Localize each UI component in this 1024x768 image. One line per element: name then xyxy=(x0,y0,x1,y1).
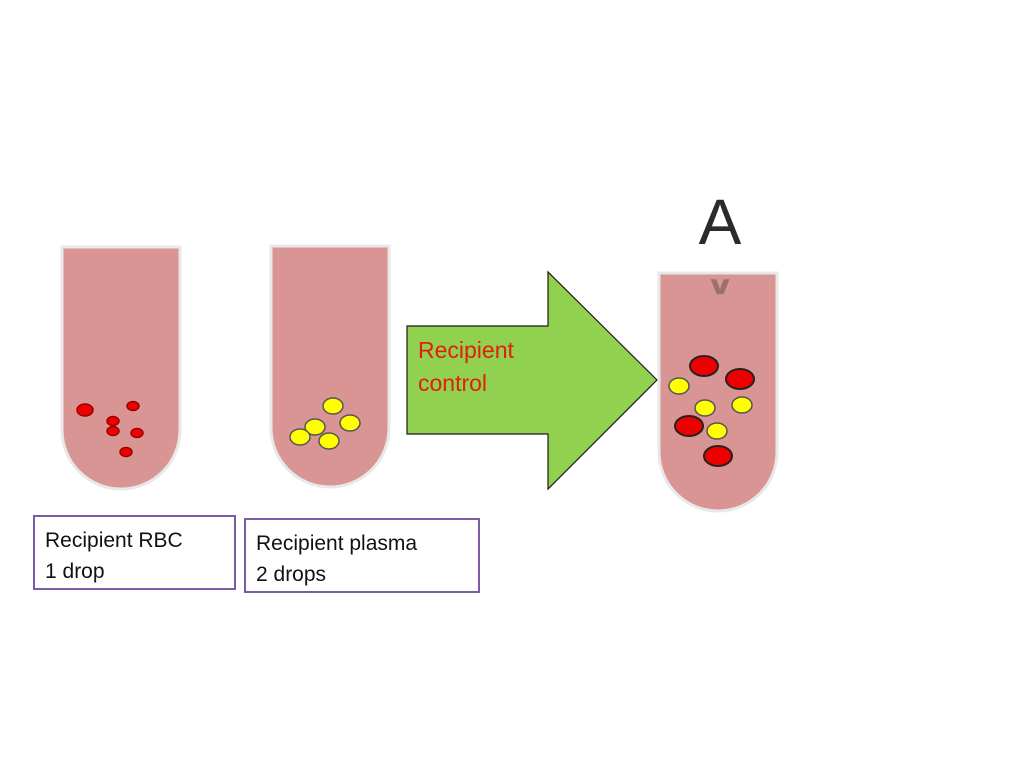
plasma-label-box: Recipient plasma 2 drops xyxy=(244,518,480,593)
plasma-cell xyxy=(289,428,311,446)
result-tube-body xyxy=(657,271,779,513)
plasma-tube xyxy=(269,244,391,489)
rbc-tube xyxy=(60,245,182,491)
result-letter: A A xyxy=(690,186,750,280)
rbc-cell xyxy=(689,355,719,377)
plasma-cell xyxy=(694,399,716,417)
rbc-label-line1: Recipient RBC xyxy=(45,529,183,552)
plasma-cell xyxy=(318,432,340,450)
plasma-cell xyxy=(668,377,690,395)
rbc-label-box: Recipient RBC 1 drop xyxy=(33,515,236,590)
plasma-cell xyxy=(706,422,728,440)
rbc-tube-body xyxy=(60,245,182,491)
result-letter-text: A xyxy=(698,186,742,258)
arrow-caption: Recipient control xyxy=(418,334,514,400)
rbc-cell xyxy=(106,425,120,437)
rbc-cell xyxy=(674,415,704,437)
plasma-cell xyxy=(304,418,326,436)
rbc-cell xyxy=(126,400,140,412)
plasma-cell xyxy=(731,396,753,414)
rbc-cell xyxy=(130,427,144,439)
plasma-label-line2: 2 drops xyxy=(256,563,327,586)
plasma-cell xyxy=(322,397,344,415)
rbc-label-line2: 1 drop xyxy=(45,560,105,583)
rbc-cell xyxy=(76,403,94,417)
rbc-cell xyxy=(106,415,120,427)
plasma-cell xyxy=(339,414,361,432)
result-tube xyxy=(657,271,779,513)
plasma-label-line1: Recipient plasma xyxy=(256,532,418,555)
arrow-caption-line1: Recipient xyxy=(418,337,514,363)
rbc-cell xyxy=(119,446,133,458)
arrow-caption-line2: control xyxy=(418,370,488,396)
process-arrow xyxy=(406,270,658,491)
rbc-cell xyxy=(725,368,755,390)
rbc-cell xyxy=(703,445,733,467)
plasma-tube-body xyxy=(269,244,391,489)
